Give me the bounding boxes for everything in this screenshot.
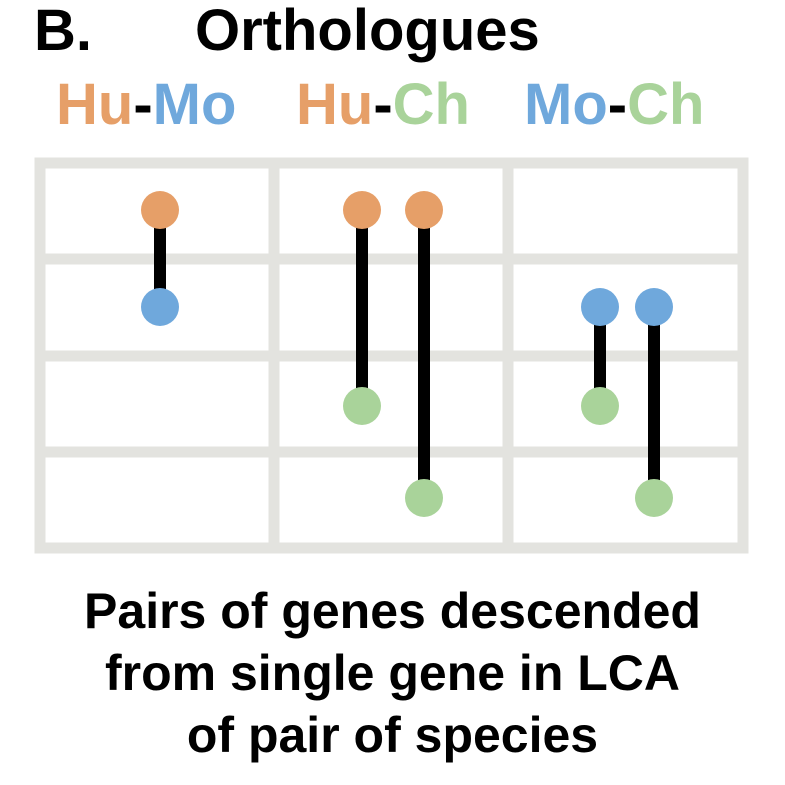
caption-line: from single gene in LCA: [104, 645, 681, 701]
pair-separator: -: [607, 72, 628, 137]
mouse-gene-node: [141, 288, 179, 326]
pair-separator: -: [133, 72, 153, 137]
human-gene-node: [343, 191, 381, 229]
species-pair-headers: Hu-Mo Hu-Ch Mo-Ch: [0, 76, 785, 142]
pair-right-species: Ch: [392, 72, 470, 137]
pair-left-species: Hu: [56, 72, 134, 137]
chimp-gene-node: [405, 479, 443, 517]
panel-title: Orthologues: [195, 0, 540, 63]
panel-label: B.: [34, 0, 92, 63]
pair-left-species: Hu: [296, 72, 374, 137]
pair-header-human-mouse: Hu-Mo: [56, 76, 236, 134]
chimp-gene-node: [343, 387, 381, 425]
mouse-gene-node: [581, 288, 619, 326]
pair-header-human-chimp: Hu-Ch: [296, 76, 470, 134]
human-gene-node: [141, 191, 179, 229]
pair-left-species: Mo: [524, 72, 608, 137]
caption: Pairs of genes descended from single gen…: [0, 580, 785, 766]
chimp-gene-node: [581, 387, 619, 425]
caption-line: Pairs of genes descended: [84, 583, 701, 639]
pair-right-species: Mo: [152, 72, 237, 137]
human-gene-node: [405, 191, 443, 229]
pair-right-species: Ch: [627, 72, 705, 137]
pair-separator: -: [373, 72, 393, 137]
mouse-gene-node: [635, 288, 673, 326]
pair-header-mouse-chimp: Mo-Ch: [524, 76, 704, 134]
chimp-gene-node: [635, 479, 673, 517]
caption-line: of pair of species: [186, 707, 599, 763]
